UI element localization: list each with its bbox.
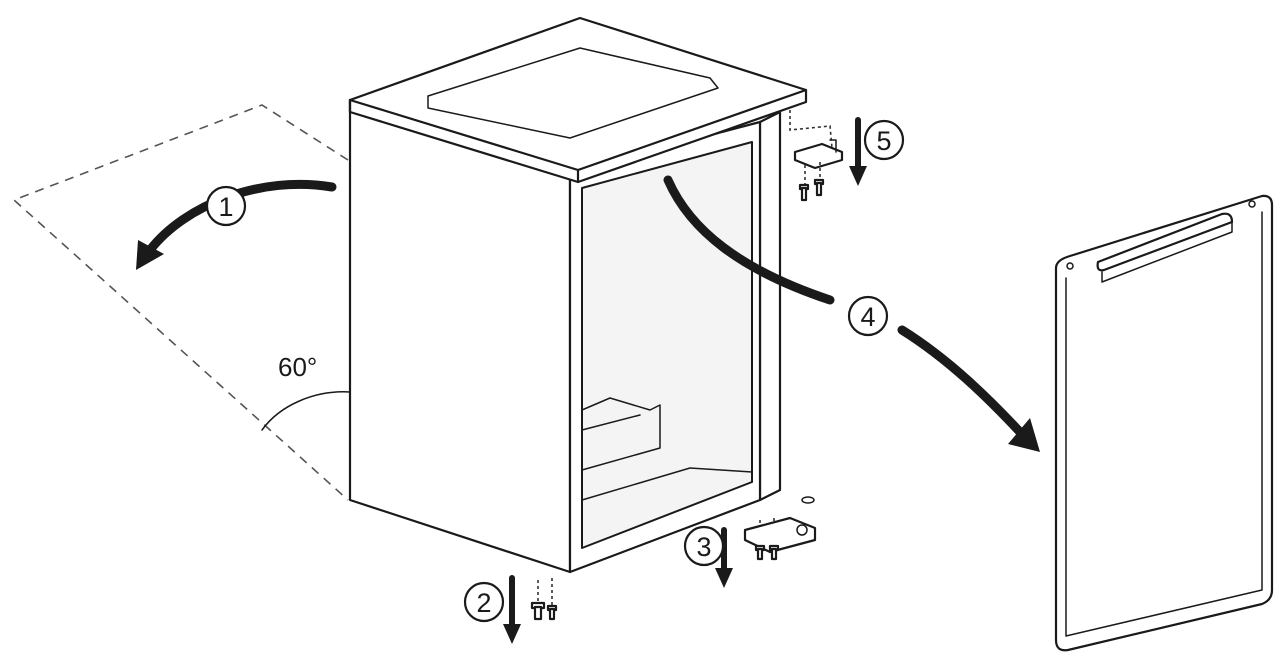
- step-5-top-hinge: [789, 110, 844, 202]
- step-3-arrow: [715, 527, 733, 588]
- angle-label: 60°: [278, 352, 317, 382]
- step-3-number: 3: [696, 532, 711, 562]
- step-2-arrow: [503, 575, 521, 644]
- step-5-number: 5: [876, 126, 891, 156]
- step-5-arrow: [849, 117, 867, 186]
- step-1-callout: 1: [205, 185, 247, 227]
- step-4-callout: 4: [847, 295, 889, 337]
- step-4-number: 4: [860, 302, 875, 332]
- step-3-bottom-hinge: [743, 496, 817, 561]
- step-2-callout: 2: [463, 581, 505, 623]
- fridge-door: [1054, 194, 1274, 652]
- step-5-callout: 5: [863, 119, 905, 161]
- step-2-number: 2: [476, 588, 491, 618]
- step-1-number: 1: [218, 192, 233, 222]
- tilt-plane: [12, 104, 349, 501]
- fridge-cabinet: [348, 16, 808, 574]
- tilt-angle-arc: [261, 391, 351, 431]
- step-4-arrow: [663, 175, 1040, 452]
- step-2-screws: [530, 578, 558, 621]
- step-3-callout: 3: [683, 525, 725, 567]
